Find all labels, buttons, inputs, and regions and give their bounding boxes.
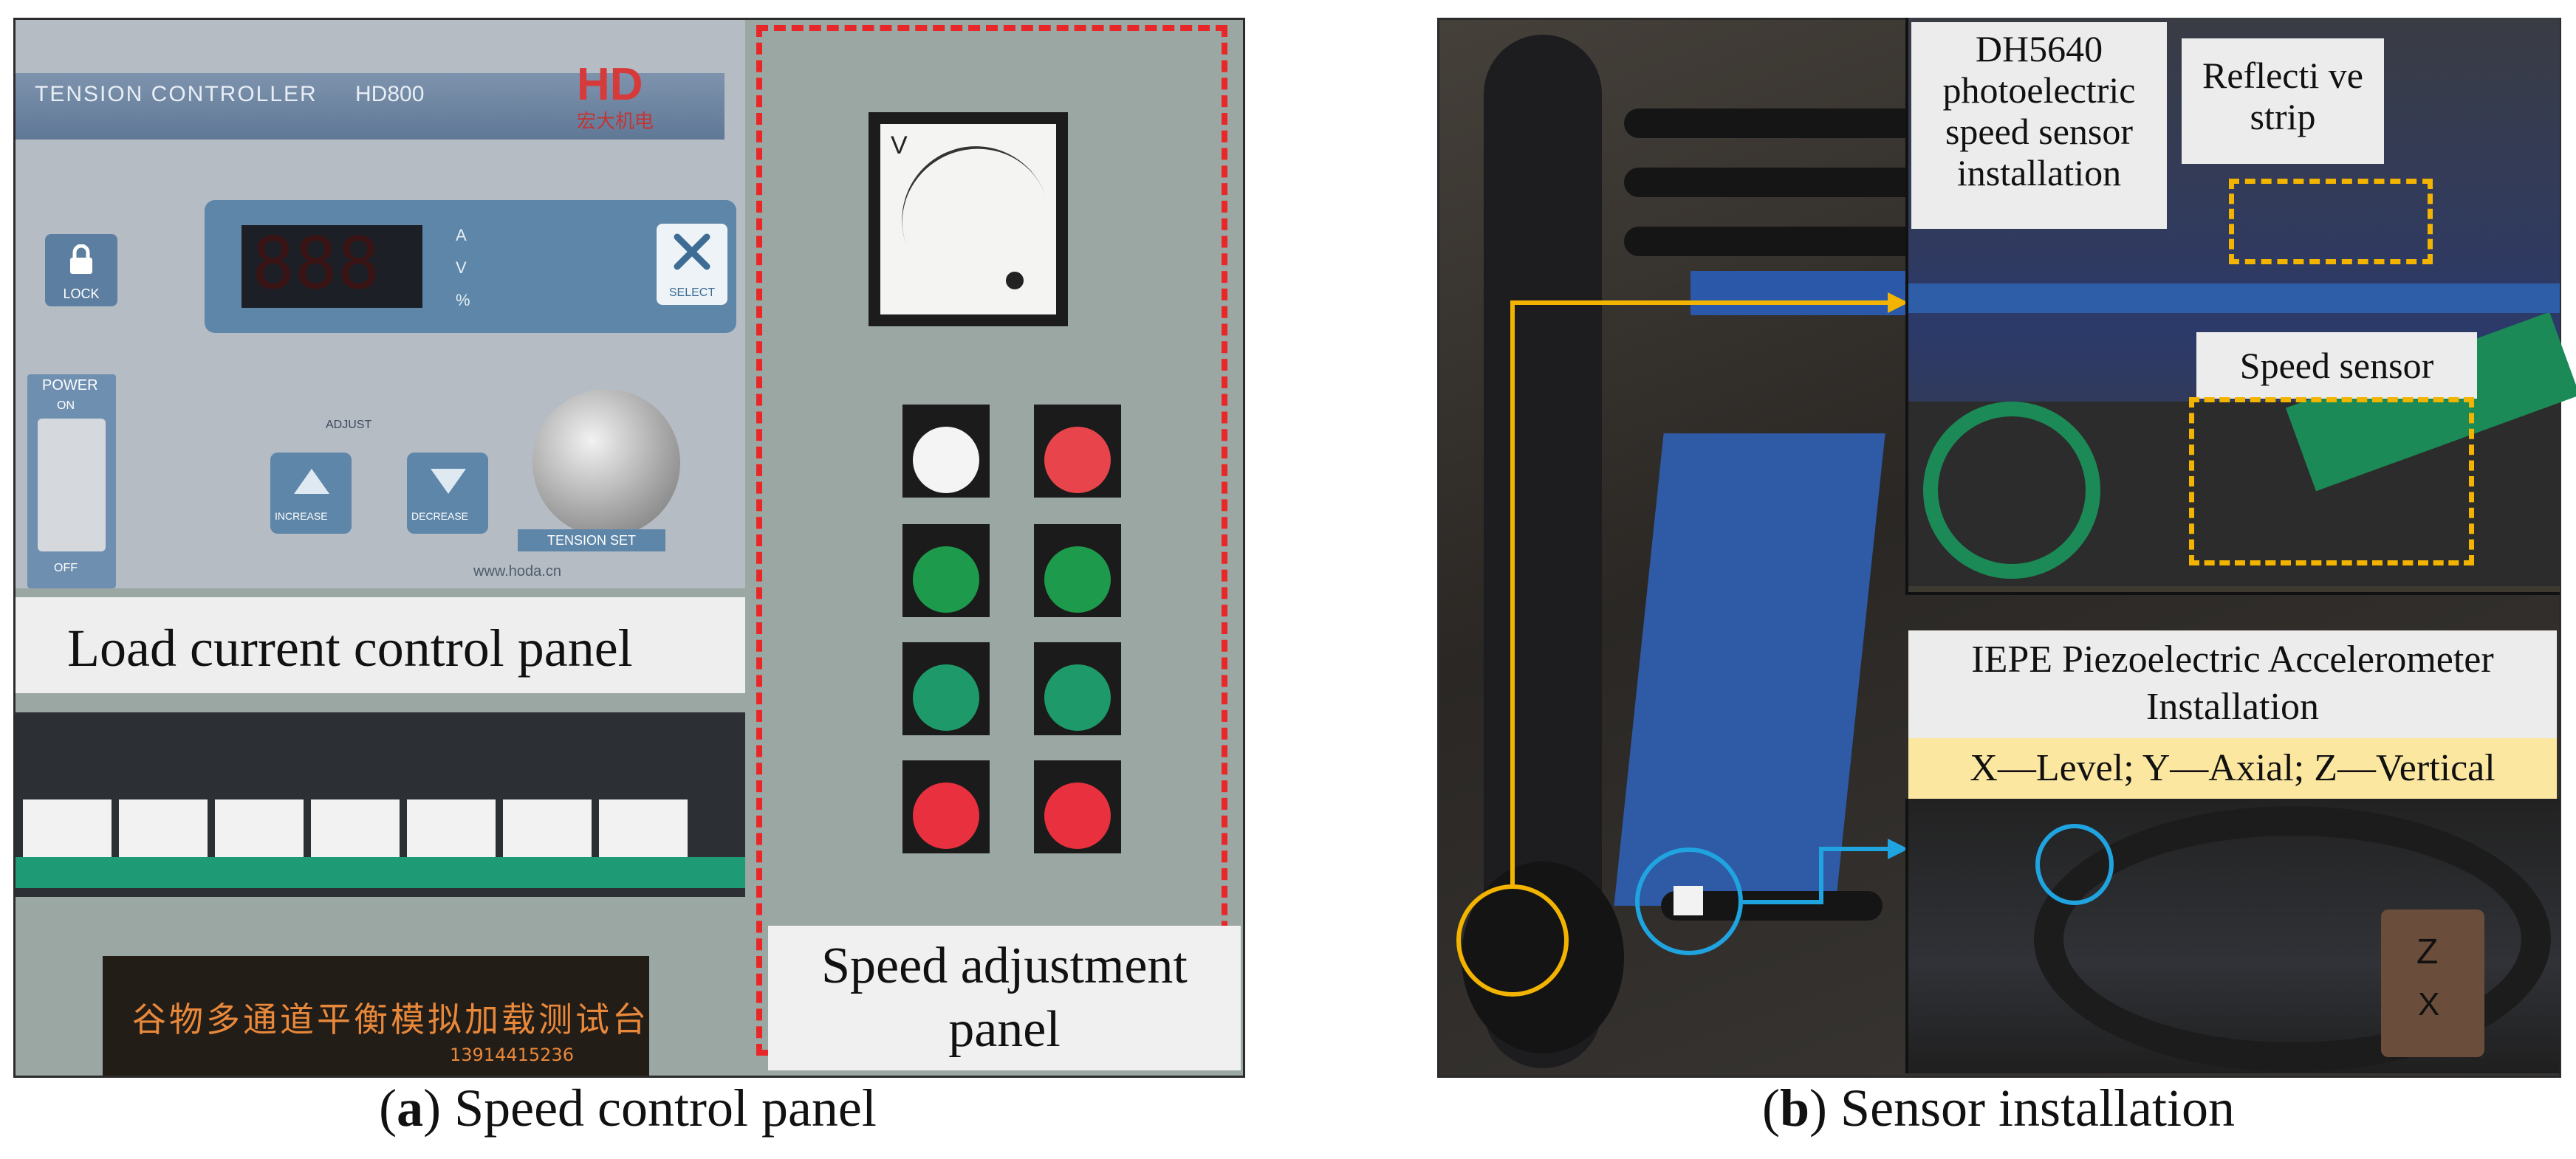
decrease-label: DECREASE [411,510,469,522]
increase-label: INCREASE [275,510,328,522]
load-current-label: Load current control panel [67,619,633,678]
accelerometer-closeup: Z X [2381,909,2484,1057]
yellow-arrowhead-icon [1888,292,1908,313]
push-button-red[interactable] [1034,760,1121,853]
wrench-icon [674,233,710,270]
lock-icon [70,244,92,274]
reflective-strip-dashbox [2229,179,2433,264]
meter-adjust-screw [1006,272,1024,289]
display-value: 888 [252,222,380,305]
select-button[interactable]: SELECT [657,224,727,305]
caption-a-letter: a [397,1079,424,1138]
brand-name: 宏大机电 [577,110,654,132]
blue-callout-line [1743,847,1900,904]
power-on-label: ON [57,399,75,412]
controller-title: TENSION CONTROLLER [35,82,318,106]
caption-b-letter: b [1780,1079,1810,1138]
push-button-white[interactable] [902,405,990,498]
adjust-label: ADJUST [326,419,372,431]
photoelectric-sensor-label: DH5640 photoelectric speed sensor instal… [1911,22,2167,229]
lock-label: LOCK [63,286,100,301]
speed-adjustment-label: Speed adjustment panel [821,938,1188,1058]
caption-b: (b) Sensor installation [1762,1079,2235,1138]
breaker-base-strip [16,857,745,888]
power-switch[interactable]: POWER ON OFF [27,374,116,588]
display-panel: 888 A V % SELECT [205,200,736,333]
circuit-breaker-row [16,712,745,897]
axes-definition: X—Level; Y—Axial; Z—Vertical [1908,738,2557,799]
push-button-green[interactable] [1034,642,1121,735]
nameplate-text: 谷物多通道平衡模拟加载测试台 [132,1000,649,1039]
speed-sensor-location-ring [1456,884,1569,997]
mode-v: V [456,258,467,277]
seven-segment-display: 888 [242,222,422,308]
down-arrow-icon [431,469,466,494]
load-current-label-box: Load current control panel [16,597,745,693]
select-label: SELECT [668,286,716,299]
accelerometer-inset: Z X [1905,799,2560,1073]
accelerometer-location-ring [1635,847,1743,955]
power-off-label: OFF [54,562,78,574]
push-button-red[interactable] [1034,405,1121,498]
lock-button[interactable]: LOCK [45,234,117,306]
brand-logo: HD 宏大机电 [577,58,680,140]
up-arrow-icon [294,469,329,494]
nameplate-phone: 13914415236 [450,1045,574,1065]
tension-set-label: TENSION SET [518,529,665,551]
green-hose-coil [1923,402,2100,579]
controller-model: HD800 [355,82,425,106]
meter-face: V [880,124,1072,318]
meter-unit: V [891,131,908,159]
decrease-button[interactable]: DECREASE [407,453,488,534]
controller-header-strip [16,73,724,140]
mode-indicators: A V % [456,219,470,317]
accelerometer-ring-inset [2035,824,2114,905]
caption-b-text: Sensor installation [1840,1079,2235,1138]
website-text: www.hoda.cn [473,563,561,580]
mode-percent: % [456,291,470,309]
caption-a: (a) Speed control panel [379,1079,877,1138]
tension-knob[interactable] [532,389,680,537]
axis-mark-z: Z [2416,932,2439,971]
speed-adjustment-label-box: Speed adjustment panel [768,926,1241,1070]
power-label: POWER [42,377,98,393]
tension-controller: TENSION CONTROLLER HD800 HD 宏大机电 LOCK 88… [16,20,745,588]
speed-sensor-dashbox [2189,397,2474,565]
push-button-green[interactable] [902,524,990,617]
reflective-strip-label: Reflecti ve strip [2182,38,2384,164]
axis-mark-x: X [2418,986,2440,1022]
yellow-callout-line [1510,300,1900,886]
power-rocker[interactable] [38,419,106,551]
accelerometer-title: IEPE Piezoelectric Accelerometer Install… [1908,630,2557,738]
test-bench-nameplate: 谷物多通道平衡模拟加载测试台 13914415236 [103,956,649,1076]
inset-blue-beam [1908,283,2560,313]
push-button-green[interactable] [1034,524,1121,617]
analog-voltmeter: V [869,112,1072,326]
caption-a-text: Speed control panel [454,1079,877,1138]
speed-sensor-label: Speed sensor [2196,332,2477,399]
blue-arrowhead-icon [1888,839,1908,859]
increase-button[interactable]: INCREASE [270,453,352,534]
push-button-red[interactable] [902,760,990,853]
accelerometer-tag [1674,886,1703,915]
mode-a: A [456,226,467,244]
push-button-green[interactable] [902,642,990,735]
